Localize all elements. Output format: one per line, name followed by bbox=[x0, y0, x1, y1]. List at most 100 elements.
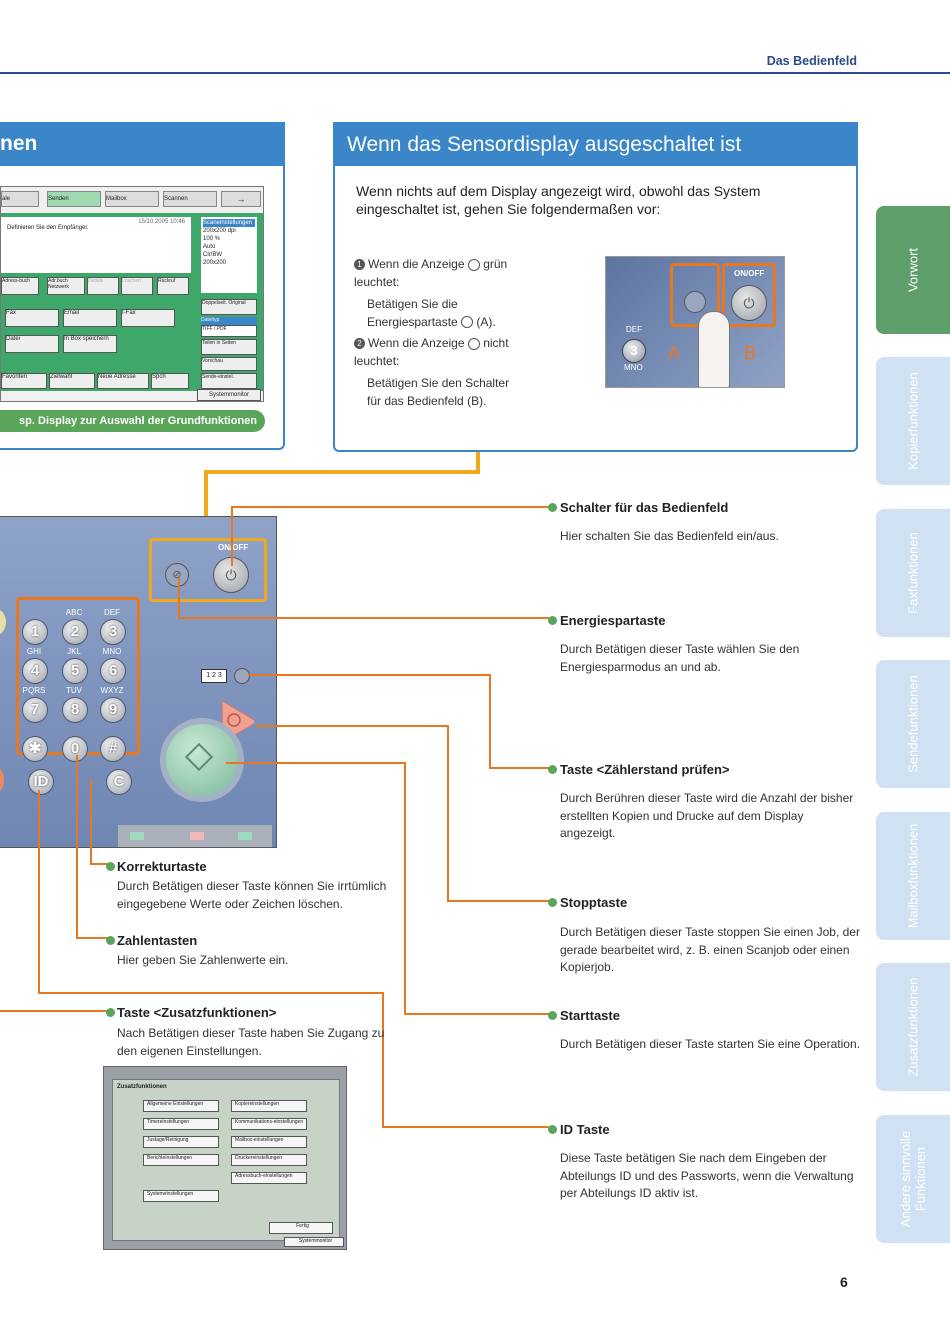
callout-id-desc: Diese Taste betätigen Sie nach dem Einge… bbox=[560, 1151, 854, 1200]
key-4[interactable]: 4 bbox=[22, 658, 48, 684]
sidebar-tab-kopierfunktionen[interactable]: Kopierfunktionen bbox=[876, 357, 950, 485]
callout-line bbox=[76, 937, 108, 939]
counter-check-key[interactable] bbox=[234, 668, 250, 684]
step-1-text-b: grün bbox=[483, 257, 508, 271]
key-3[interactable]: 3 bbox=[100, 619, 126, 645]
key-hash[interactable]: # bbox=[100, 736, 126, 762]
sidebar-tab-vorwort[interactable]: Vorwort bbox=[876, 206, 950, 334]
photo-highlight-b bbox=[722, 263, 776, 327]
sidebar-tab-faxfunktionen[interactable]: Faxfunktionen bbox=[876, 509, 950, 637]
key-letters: GHI bbox=[26, 647, 42, 656]
callout-line bbox=[382, 1126, 549, 1128]
key-letters: ABC bbox=[65, 608, 83, 617]
right-box-header bbox=[333, 122, 858, 166]
callout-line bbox=[226, 762, 406, 764]
arrow-right-icon: → bbox=[221, 191, 261, 207]
menu-item: Justage/Reinigung bbox=[143, 1136, 219, 1148]
callout-zahlen-desc: Hier geben Sie Zahlenwerte ein. bbox=[117, 953, 289, 967]
callout-schalter-title: Schalter für das Bedienfeld bbox=[560, 500, 729, 515]
energy-save-key[interactable]: ⊘ bbox=[165, 563, 189, 587]
callout-line bbox=[256, 725, 449, 727]
step-1-number: 1 bbox=[354, 259, 365, 271]
speed-dial-button: Zielwahl bbox=[49, 373, 95, 389]
counter-check-label: 1 2 3 bbox=[201, 669, 227, 683]
key-star[interactable]: ✱ bbox=[22, 736, 48, 762]
photo-key-3: 3 bbox=[622, 339, 646, 363]
power-icon: ⏻ bbox=[731, 285, 767, 321]
store-button: Spch bbox=[151, 373, 189, 389]
callout-dot bbox=[548, 1011, 557, 1020]
menu-item: Berichteinstellungen bbox=[143, 1154, 219, 1166]
connector-line bbox=[204, 470, 480, 474]
callout-line bbox=[178, 617, 549, 619]
menu-item: Kommunikations-einstellungen bbox=[231, 1118, 307, 1130]
system-monitor-button: Systemmonitor bbox=[197, 389, 261, 401]
screen-tab-senden: Senden bbox=[47, 191, 101, 207]
menu-item: Systemeinstellungen bbox=[143, 1190, 219, 1202]
callout-energie-desc: Durch Betätigen dieser Taste wählen Sie … bbox=[560, 642, 800, 674]
callout-line bbox=[404, 1013, 549, 1015]
energy-indicator-icon bbox=[467, 337, 480, 350]
fax-button: Fax bbox=[5, 309, 59, 327]
key-2[interactable]: 2 bbox=[62, 619, 88, 645]
left-box-title: nen bbox=[0, 132, 38, 155]
key-0[interactable]: 0 bbox=[62, 736, 88, 762]
callout-korrektur-desc: Durch Betätigen dieser Taste können Sie … bbox=[117, 879, 387, 911]
menu-done-button: Fertig bbox=[269, 1222, 333, 1234]
key-9[interactable]: 9 bbox=[100, 697, 126, 723]
step-2-text-b: nicht bbox=[483, 336, 509, 350]
network-address-button: Adr.buch Netzwerk bbox=[47, 277, 85, 295]
favorites-button: Favoriten bbox=[1, 373, 47, 389]
callout-line bbox=[90, 780, 92, 864]
callout-line bbox=[178, 578, 180, 618]
partial-key bbox=[0, 609, 6, 635]
callout-line bbox=[248, 674, 490, 676]
menu-item: Adressbuch-einstellungen bbox=[231, 1172, 307, 1184]
sidebar-tab-zusatzfunktionen[interactable]: Zusatzfunktionen bbox=[876, 963, 950, 1091]
callout-id-title: ID Taste bbox=[560, 1122, 610, 1137]
scan-resolution: 200x200 dpi bbox=[203, 228, 236, 234]
menu-system-monitor: Systemmonitor bbox=[284, 1237, 344, 1247]
screen-counter: 1/1 bbox=[173, 247, 183, 254]
callout-schalter-desc: Hier schalten Sie das Bedienfeld ein/aus… bbox=[560, 529, 779, 543]
menu-item: Kopiereinstellungen bbox=[231, 1100, 307, 1112]
connector-line bbox=[476, 452, 480, 474]
screen-prompt: Definieren Sie den Empfänger. bbox=[7, 225, 89, 231]
key-7[interactable]: 7 bbox=[22, 697, 48, 723]
connector-line bbox=[204, 470, 208, 538]
start-key[interactable] bbox=[160, 718, 244, 802]
ifax-button: I-Fax bbox=[121, 309, 175, 327]
callout-dot bbox=[106, 936, 115, 945]
key-1[interactable]: 1 bbox=[22, 619, 48, 645]
key-6[interactable]: 6 bbox=[100, 658, 126, 684]
key-8[interactable]: 8 bbox=[62, 697, 88, 723]
key-5[interactable]: 5 bbox=[62, 658, 88, 684]
send-settings-button: Sende-einstel. bbox=[201, 373, 257, 389]
start-icon bbox=[184, 742, 214, 772]
sidebar-tab-andere-funktionen[interactable]: Andere sinnvolle Funktionen bbox=[876, 1115, 950, 1243]
step-1-action: Betätigen Sie die Energiespartaste (A). bbox=[367, 296, 517, 331]
sidebar-tab-sendefunktionen[interactable]: Sendefunktionen bbox=[876, 660, 950, 788]
callout-line bbox=[90, 863, 108, 865]
callout-line bbox=[0, 1010, 108, 1012]
callout-line bbox=[38, 790, 40, 994]
callout-dot bbox=[106, 1008, 115, 1017]
details-button: Details bbox=[87, 277, 119, 295]
scan-color-mode: Clr/BW bbox=[203, 252, 222, 258]
sidebar-tab-mailboxfunktionen[interactable]: Mailboxfunktionen bbox=[876, 812, 950, 940]
id-key[interactable]: ID bbox=[28, 769, 54, 795]
callout-line bbox=[38, 992, 384, 994]
key-letters: TUV bbox=[66, 686, 82, 695]
clear-key[interactable]: C bbox=[106, 769, 132, 795]
step-2-text-c: leuchtet: bbox=[354, 353, 400, 368]
left-box-header bbox=[0, 122, 285, 166]
page-number: 6 bbox=[840, 1274, 848, 1290]
step-1-text-c: leuchtet: bbox=[354, 274, 400, 289]
email-button: Email bbox=[63, 309, 117, 327]
file-button: Datei bbox=[5, 335, 59, 353]
callout-dot bbox=[106, 862, 115, 871]
step-2-action: Betätigen Sie den Schalter für das Bedie… bbox=[367, 376, 510, 408]
callout-zusatz-desc: Nach Betätigen dieser Taste haben Sie Zu… bbox=[117, 1026, 385, 1058]
